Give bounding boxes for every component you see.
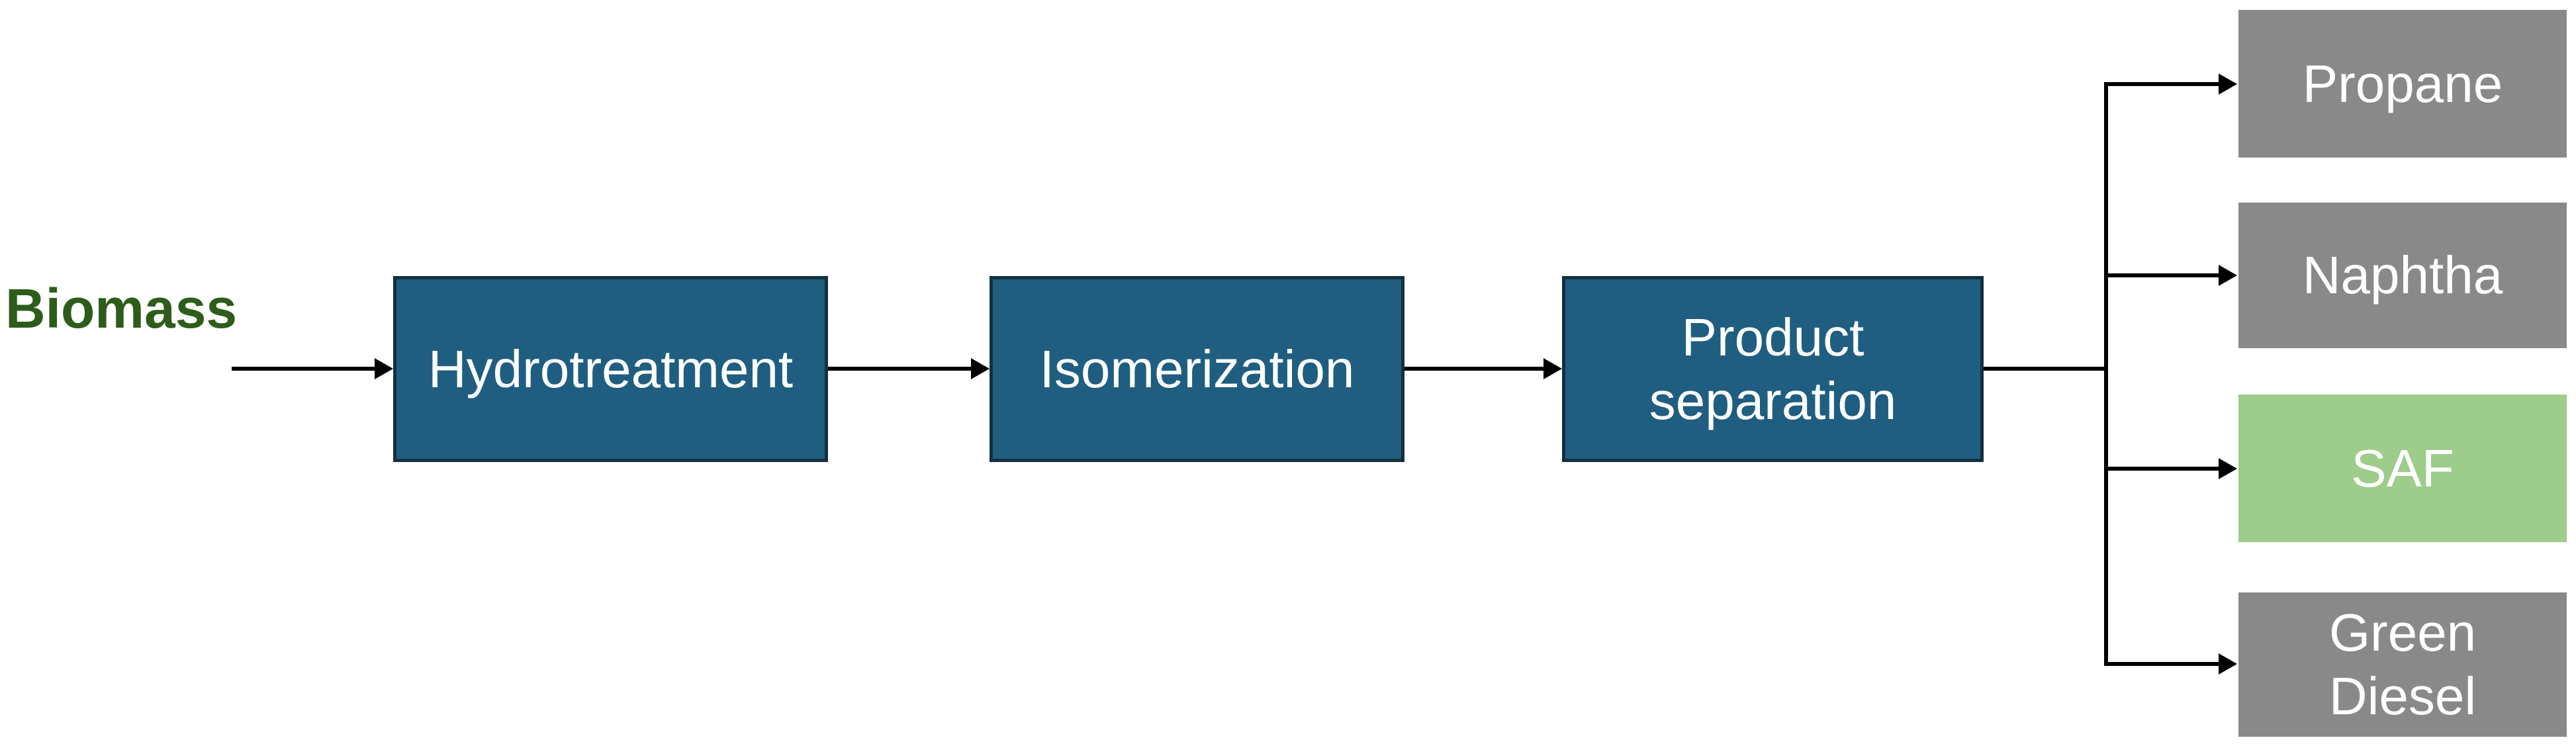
process-box-isomerization: Isomerization: [989, 276, 1404, 462]
arrow-line-trunk-to-saf: [2104, 467, 2219, 471]
arrow-line-isomerization-to-product-separation: [1404, 367, 1543, 371]
output-box-naphtha: Naphtha: [2238, 203, 2567, 348]
arrow-line-trunk-to-propane: [2104, 82, 2219, 86]
branch-trunk-line: [2104, 82, 2108, 666]
output-box-propane: Propane: [2238, 10, 2567, 158]
arrowhead-trunk-to-saf-icon: [2219, 458, 2237, 479]
output-box-propane-label: Propane: [2302, 54, 2503, 113]
arrowhead-hydrotreatment-to-isomerization-icon: [971, 358, 989, 379]
arrowhead-trunk-to-green-diesel-icon: [2219, 653, 2237, 675]
output-box-green-diesel-label: Green Diesel: [2328, 603, 2477, 725]
output-box-naphtha-label: Naphtha: [2302, 246, 2503, 304]
connector-product-separation-to-trunk: [1984, 367, 2108, 371]
arrow-line-hydrotreatment-to-isomerization: [828, 367, 971, 371]
biomass-label: Biomass: [5, 277, 238, 340]
arrowhead-biomass-to-hydrotreatment-icon: [375, 358, 393, 379]
arrow-line-biomass-to-hydrotreatment: [232, 367, 375, 371]
arrow-line-trunk-to-green-diesel: [2104, 662, 2219, 666]
arrowhead-trunk-to-propane-icon: [2219, 73, 2237, 95]
output-box-saf-label: SAF: [2351, 438, 2454, 498]
process-box-product-separation: Product separation: [1562, 276, 1984, 462]
process-box-hydrotreatment-label: Hydrotreatment: [428, 339, 794, 398]
output-box-green-diesel: Green Diesel: [2238, 592, 2567, 737]
process-box-product-separation-label: Product separation: [1649, 307, 1897, 430]
arrowhead-isomerization-to-product-separation-icon: [1543, 358, 1562, 379]
arrowhead-trunk-to-naphtha-icon: [2219, 265, 2237, 286]
process-box-isomerization-label: Isomerization: [1039, 339, 1355, 398]
process-box-hydrotreatment: Hydrotreatment: [393, 276, 828, 462]
arrow-line-trunk-to-naphtha: [2104, 273, 2219, 277]
output-box-saf: SAF: [2238, 395, 2567, 542]
